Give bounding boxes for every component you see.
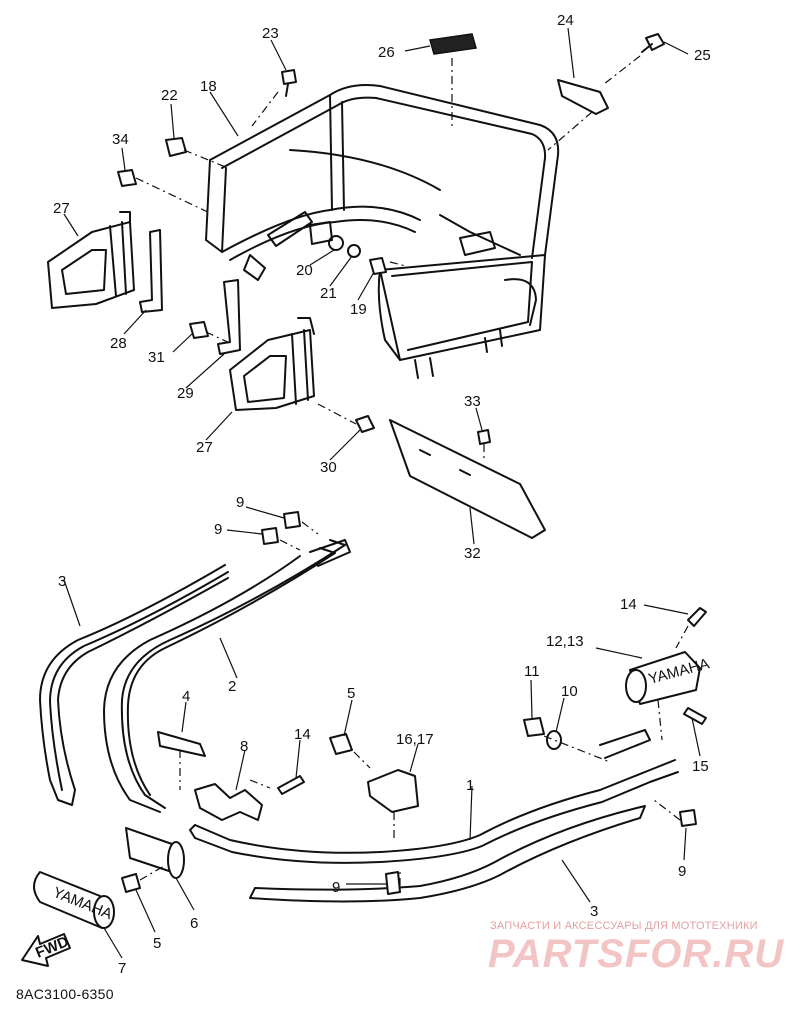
callout-12-13: 12,13 [546,633,584,650]
nut-31 [189,321,209,339]
callout-2: 2 [228,678,236,695]
grip-7: YAMAHA [33,871,115,929]
frame-2 [103,539,351,813]
callout-18: 18 [200,78,217,95]
screw-14-lower [277,775,305,795]
screw-15 [683,707,707,725]
callout-3a: 3 [58,573,66,590]
callout-9a: 9 [236,494,244,511]
callout-25: 25 [694,47,711,64]
bracket-8 [194,783,263,821]
screw-33 [477,429,491,445]
stay-29 [217,279,241,355]
washer-21 [347,244,361,258]
bolt-19 [369,257,387,275]
bolt-9-upper-b [261,527,279,545]
plate-32-slots [419,449,471,476]
callout-23: 23 [262,25,279,42]
callout-5a: 5 [347,685,355,702]
bolt-9-right [679,809,697,827]
callout-15: 15 [692,758,709,775]
bolt-5-upper [329,733,353,755]
fwd-arrow: FWD [21,933,71,967]
callout-8: 8 [240,738,248,755]
callout-30: 30 [320,459,337,476]
callout-5b: 5 [153,935,161,952]
callout-3b: 3 [590,903,598,920]
callout-11: 11 [524,663,540,680]
callout-28: 28 [110,335,127,352]
callout-27a: 27 [53,200,70,217]
nut-34 [117,169,137,187]
bracket-16-17 [367,769,419,813]
clamp-12-13: YAMAHA [625,651,711,705]
reflector-bracket-left [47,211,135,309]
bolt-9-upper-a [283,511,301,529]
rear-rack [205,84,560,379]
callout-33: 33 [464,393,481,410]
callout-32: 32 [464,545,481,562]
bolt-30 [355,415,375,433]
decal-26 [429,33,477,55]
callout-10: 10 [561,683,578,700]
plate-24 [557,79,609,115]
leader-lines [63,27,701,959]
callout-14a: 14 [620,596,637,613]
stay-28 [139,229,163,313]
watermark-subtitle: ЗАПЧАСТИ И АКСЕССУАРЫ ДЛЯ МОТОТЕХНИКИ [490,920,758,932]
callout-29: 29 [177,385,194,402]
washer-10 [546,730,562,750]
reflector-bracket-right [229,317,315,411]
watermark-logo: PARTSFOR.RU [488,932,785,976]
callout-22: 22 [161,87,178,104]
assembly-lines [135,55,689,886]
washer-20 [328,235,344,251]
nut-11 [523,717,545,737]
callout-6: 6 [190,915,198,932]
callout-27b: 27 [196,439,213,456]
callout-21: 21 [320,285,337,302]
callout-16-17: 16,17 [396,731,434,748]
callout-1: 1 [466,777,474,794]
frame-1 [189,729,679,864]
grip-holder-6 [125,827,185,879]
bolt-5-lower [121,873,141,893]
collar-22 [165,137,187,157]
callout-31: 31 [148,349,165,366]
rail-3-left [39,564,229,806]
callout-9d: 9 [332,879,340,896]
callout-labels: 23 26 24 25 18 22 34 27 20 21 19 28 31 2… [53,12,711,977]
plate-32 [389,419,546,539]
callout-24: 24 [557,12,574,29]
diagram-code: 8AC3100-6350 [16,986,114,1002]
bolt-9-lower [385,871,401,895]
callout-34: 34 [112,131,129,148]
plate-4 [157,731,206,757]
callout-14b: 14 [294,726,311,743]
bolt-25 [641,33,665,53]
bolt-23 [281,69,297,97]
callout-26: 26 [378,44,395,61]
callout-20: 20 [296,262,313,279]
callout-19: 19 [350,301,367,318]
callout-4: 4 [182,688,190,705]
callout-7: 7 [118,960,126,977]
callout-9b: 9 [214,521,222,538]
rail-3-right [249,805,646,903]
screw-14-upper [687,607,707,627]
callout-9c: 9 [678,863,686,880]
